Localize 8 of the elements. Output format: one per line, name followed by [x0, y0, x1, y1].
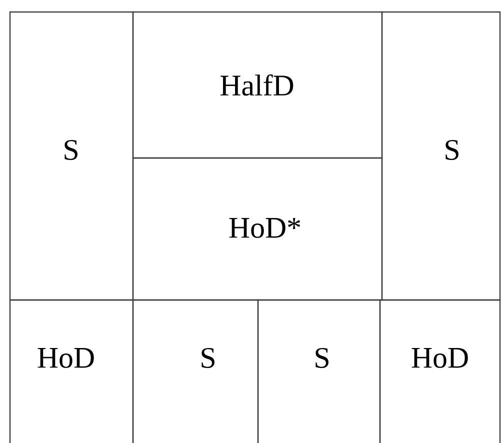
grid-cell: S — [132, 299, 259, 443]
grid-cell: HalfD — [132, 11, 383, 159]
grid-cell: S — [381, 11, 501, 301]
grid-cell: HoD* — [132, 157, 383, 301]
grid-cell: S — [9, 11, 134, 301]
grid-cell: S — [257, 299, 381, 443]
grid-cell: HoD — [9, 299, 134, 443]
grid-cell: HoD — [379, 299, 501, 443]
